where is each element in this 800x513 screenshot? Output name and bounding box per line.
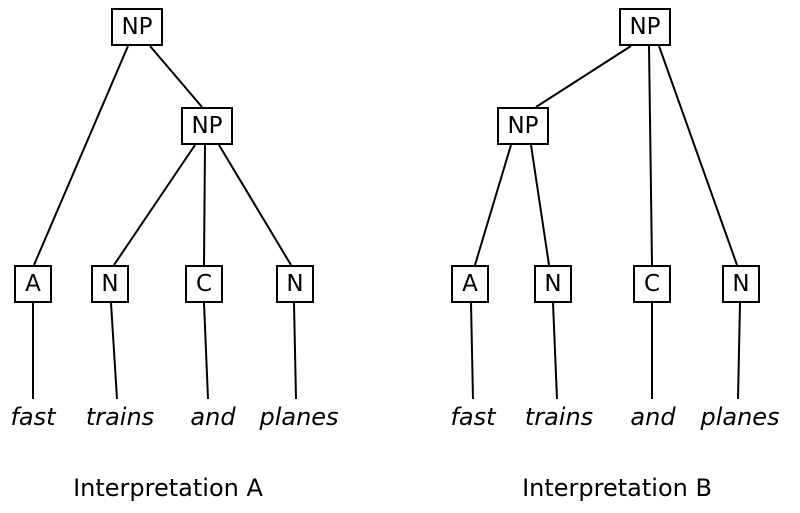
tree-b-word-and: and [630, 403, 676, 431]
tree-b-word-planes: planes [700, 403, 780, 431]
tree-a-word-trains: trains [85, 403, 155, 431]
tree-a-node-n1: N [91, 265, 129, 303]
tree-a-word-planes: planes [259, 403, 339, 431]
tree-a-node-a: A [14, 265, 52, 303]
tree-a-word-fast: fast [10, 403, 56, 431]
tree-b-node-n1: N [534, 265, 572, 303]
tree-a-node-np-root: NP [111, 8, 163, 46]
tree-a-node-n2: N [276, 265, 314, 303]
tree-b-node-np-inner: NP [497, 107, 549, 145]
tree-b-word-fast: fast [450, 403, 496, 431]
tree-a-caption: Interpretation A [73, 474, 263, 502]
tree-b-caption: Interpretation B [522, 474, 712, 502]
tree-b-node-n2: N [722, 265, 760, 303]
tree-a-word-and: and [190, 403, 236, 431]
tree-a-node-np-inner: NP [181, 107, 233, 145]
tree-b-node-a: A [451, 265, 489, 303]
tree-b-node-c: C [633, 265, 671, 303]
tree-b-word-trains: trains [524, 403, 594, 431]
tree-b-node-np-root: NP [619, 8, 671, 46]
tree-a-node-c: C [185, 265, 223, 303]
